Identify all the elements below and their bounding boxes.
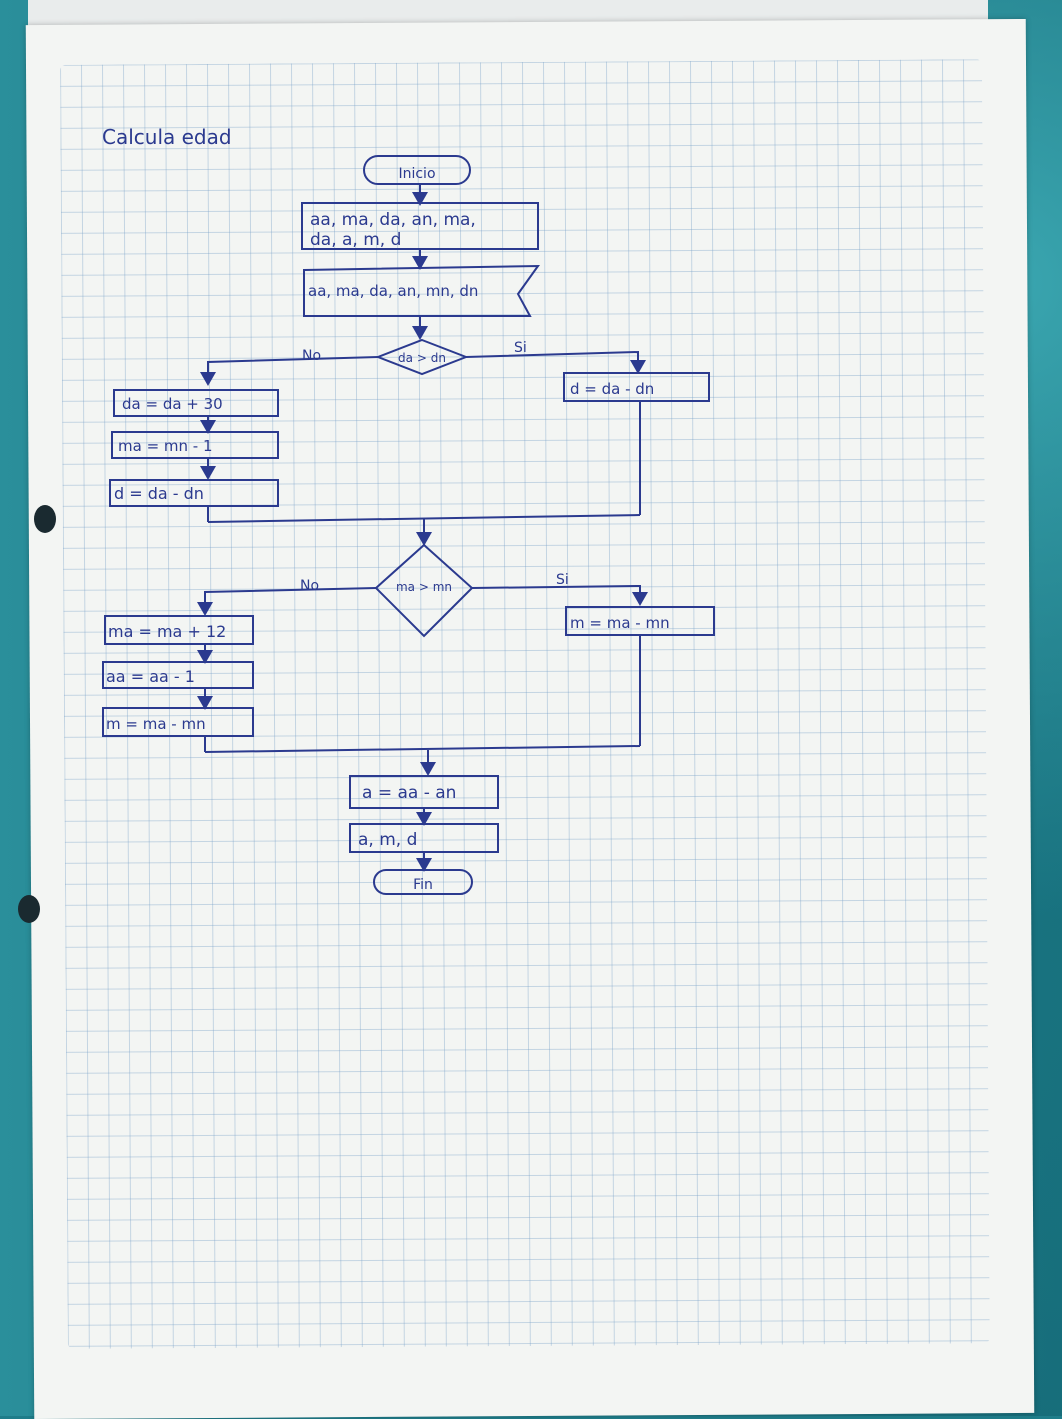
no2-box-1 (104, 615, 254, 645)
decision1-diamond (375, 338, 469, 376)
start-terminal (363, 155, 471, 185)
decision2-no-label: No (300, 578, 319, 594)
punch-hole (18, 895, 40, 923)
no1-label-3: d = da - dn (114, 484, 204, 503)
input-box (303, 264, 540, 317)
decision1-label: da > dn (398, 351, 446, 365)
start-label: Inicio (398, 166, 435, 182)
no1-box-3 (109, 479, 279, 507)
declare-line-1: aa, ma, da, an, ma, (310, 210, 476, 230)
output-label: a, m, d (358, 830, 417, 850)
no2-box-2 (102, 661, 254, 689)
yes1-box (563, 372, 710, 402)
page-title: Calcula edad (102, 125, 232, 149)
no1-label-1: da = da + 30 (122, 395, 223, 413)
decision2-label: ma > mn (396, 580, 452, 594)
no2-label-1: ma = ma + 12 (108, 622, 226, 641)
calc-label: a = aa - an (362, 783, 456, 803)
no1-box-2 (111, 431, 279, 459)
decision1-no-label: No (302, 348, 321, 364)
yes2-label: m = ma - mn (570, 614, 670, 632)
no2-box-3 (102, 707, 254, 737)
declare-line-2: da, a, m, d (310, 230, 401, 250)
end-terminal (373, 869, 473, 895)
no1-box-1 (113, 389, 279, 417)
input-label: aa, ma, da, an, mn, dn (308, 282, 478, 300)
no1-label-2: ma = mn - 1 (118, 437, 213, 455)
punch-hole (34, 505, 56, 533)
end-label: Fin (413, 877, 433, 893)
decision2-diamond (374, 543, 474, 638)
no2-label-2: aa = aa - 1 (106, 667, 195, 686)
no2-label-3: m = ma - mn (106, 715, 206, 733)
decision1-yes-label: Si (514, 340, 527, 356)
decision2-yes-label: Si (556, 572, 569, 588)
yes1-label: d = da - dn (570, 380, 654, 398)
